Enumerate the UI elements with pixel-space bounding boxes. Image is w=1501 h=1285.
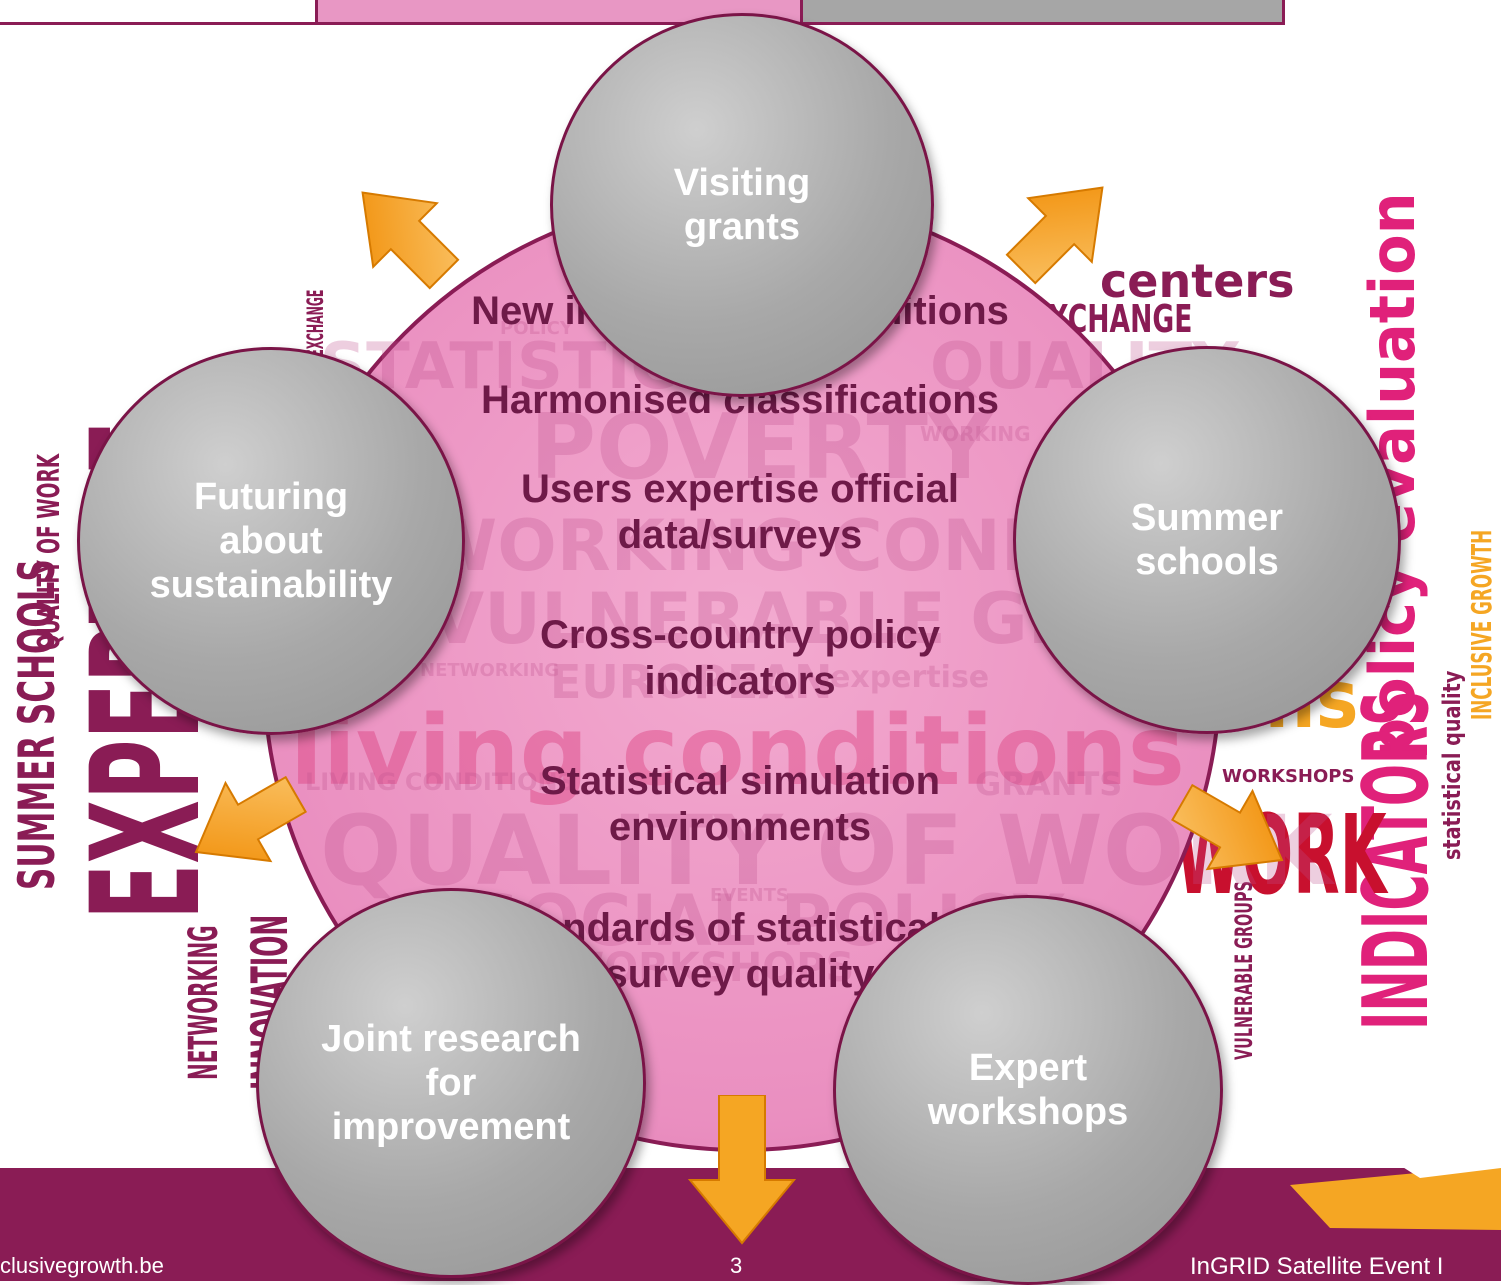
- word-workshops: WORKSHOPS: [1222, 766, 1355, 787]
- node-expert-workshops: Expert workshops: [833, 895, 1223, 1285]
- ghost-poverty: POVERTY: [530, 395, 994, 500]
- ghost-working: WORKING: [920, 422, 1031, 446]
- arrow-up-left-icon: [329, 159, 477, 307]
- word-centers: centers: [1100, 254, 1295, 308]
- footer-page-number: 3: [730, 1253, 743, 1278]
- ghost-expertise: expertise: [830, 660, 990, 695]
- node-summer-schools: Summer schools: [1013, 346, 1401, 734]
- center-item-4: Cross-country policy indicators: [539, 613, 941, 703]
- ghost-networking: NETWORKING: [420, 660, 560, 681]
- arrow-right-icon: [1158, 762, 1306, 900]
- ghost-events: EVENTS: [710, 885, 789, 906]
- ghost-grants: GRANTS: [975, 765, 1123, 803]
- node-visiting-grants: Visiting grants: [550, 13, 934, 397]
- footer-website[interactable]: clusivegrowth.be: [0, 1253, 164, 1278]
- ghost-policy: POLICY: [500, 318, 573, 339]
- arrow-up-right-icon: [988, 154, 1136, 302]
- node-joint-research: Joint research for improvement: [256, 888, 646, 1278]
- footer-event: InGRID Satellite Event I: [1190, 1253, 1444, 1280]
- center-item-3: Users expertise official data/surveys: [521, 467, 959, 557]
- ghost-living-conditions-small: LIVING CONDITIONS: [305, 768, 575, 796]
- ghost-european: EUROPEAN: [550, 655, 833, 709]
- arrow-down-icon: [687, 1095, 797, 1245]
- center-item-5: Statistical simulation environments: [539, 759, 941, 849]
- ghost-living-conditions: living conditions: [290, 695, 1185, 807]
- top-bar-left: [0, 0, 318, 25]
- ghost-quality-of-work: QUALITY OF WORK: [320, 795, 1333, 907]
- arrow-left-icon: [172, 754, 320, 892]
- top-bar-right: [800, 0, 1285, 25]
- node-futuring: Futuring about sustainability: [77, 347, 465, 735]
